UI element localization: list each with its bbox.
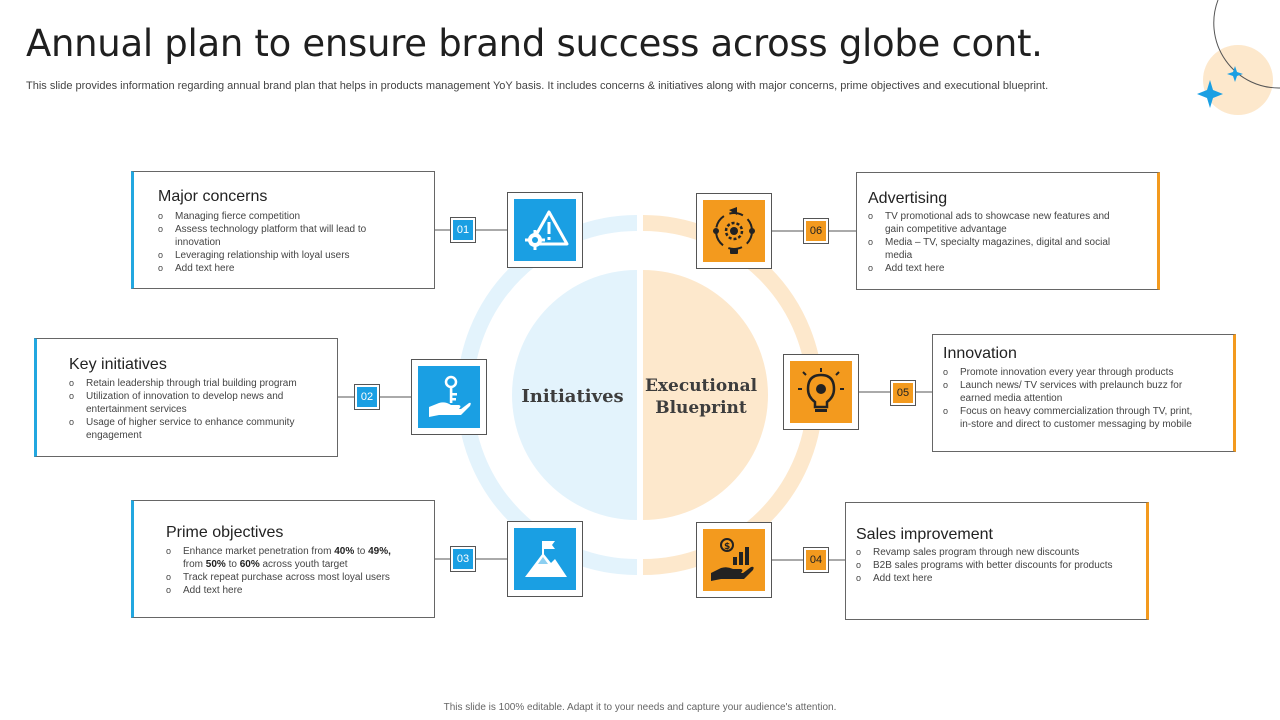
advertising-icon-box xyxy=(696,193,772,269)
hand-key-icon xyxy=(429,375,471,417)
page-title: Annual plan to ensure brand success acro… xyxy=(26,22,1043,65)
list-item: Assess technology platform that will lea… xyxy=(158,223,388,249)
list-item: Usage of higher service to enhance commu… xyxy=(69,416,319,442)
page-subtitle: This slide provides information regardin… xyxy=(26,80,1049,92)
key-initiatives-card: Key initiatives Retain leadership throug… xyxy=(34,338,338,457)
list-item: Enhance market penetration from 40% to 4… xyxy=(166,545,406,571)
key-initiatives-icon-box xyxy=(411,359,487,435)
card-list: TV promotional ads to showcase new featu… xyxy=(868,210,1128,275)
card-title: Advertising xyxy=(868,190,948,207)
megaphone-cycle-icon xyxy=(713,207,755,254)
sales-improvement-card: Sales improvement Revamp sales program t… xyxy=(845,502,1149,620)
footer-note: This slide is 100% editable. Adapt it to… xyxy=(443,702,837,713)
card-list: Retain leadership through trial building… xyxy=(69,377,319,442)
step-number-05: 05 xyxy=(890,380,916,406)
prime-objectives-card: Prime objectives Enhance market penetrat… xyxy=(131,500,435,618)
prime-objectives-icon-box xyxy=(507,521,583,597)
hand-chart-icon: $ xyxy=(711,538,754,581)
list-item: Utilization of innovation to develop new… xyxy=(69,390,319,416)
card-list: Managing fierce competition Assess techn… xyxy=(158,210,388,275)
step-number-02: 02 xyxy=(354,384,380,410)
step-number-04: 04 xyxy=(803,547,829,573)
list-item: Add text here xyxy=(158,262,388,275)
card-title: Innovation xyxy=(943,345,1017,362)
step-number-03: 03 xyxy=(450,546,476,572)
corner-decoration xyxy=(1197,0,1280,115)
list-item: B2B sales programs with better discounts… xyxy=(856,559,1116,572)
card-list: Enhance market penetration from 40% to 4… xyxy=(166,545,406,597)
list-item: Track repeat purchase across most loyal … xyxy=(166,571,406,584)
innovation-card: Innovation Promote innovation every year… xyxy=(932,334,1236,452)
list-item: Add text here xyxy=(166,584,406,597)
list-item: TV promotional ads to showcase new featu… xyxy=(868,210,1128,236)
initiatives-half xyxy=(512,270,637,520)
sparkle-icon-large xyxy=(1197,80,1223,108)
list-item: Add text here xyxy=(868,262,1128,275)
list-item: Launch news/ TV services with prelaunch … xyxy=(943,379,1203,405)
card-title: Prime objectives xyxy=(166,524,284,541)
list-item: Promote innovation every year through pr… xyxy=(943,366,1203,379)
blueprint-half xyxy=(643,270,768,520)
card-title: Major concerns xyxy=(158,188,268,205)
step-number-01: 01 xyxy=(450,217,476,243)
step-number-06: 06 xyxy=(803,218,829,244)
list-item: Revamp sales program through new discoun… xyxy=(856,546,1116,559)
advertising-card: Advertising TV promotional ads to showca… xyxy=(856,172,1160,290)
initiatives-label: Initiatives xyxy=(521,386,624,407)
card-list: Promote innovation every year through pr… xyxy=(943,366,1203,431)
mountain-flag-icon xyxy=(525,541,567,577)
card-title: Key initiatives xyxy=(69,356,167,373)
list-item: Media – TV, specialty magazines, digital… xyxy=(868,236,1128,262)
card-title: Sales improvement xyxy=(856,526,993,543)
card-list: Revamp sales program through new discoun… xyxy=(856,546,1116,585)
list-item: Add text here xyxy=(856,572,1116,585)
list-item: Retain leadership through trial building… xyxy=(69,377,319,390)
major-concerns-icon-box xyxy=(507,192,583,268)
sparkle-icon-small xyxy=(1227,66,1243,82)
lightbulb-gear-icon xyxy=(798,368,844,412)
list-item: Focus on heavy commercialization through… xyxy=(943,405,1203,431)
list-item: Leveraging relationship with loyal users xyxy=(158,249,388,262)
svg-text:$: $ xyxy=(724,542,730,552)
warning-gear-icon xyxy=(525,210,569,250)
sales-improvement-icon-box: $ xyxy=(696,522,772,598)
innovation-icon-box xyxy=(783,354,859,430)
list-item: Managing fierce competition xyxy=(158,210,388,223)
major-concerns-card: Major concerns Managing fierce competiti… xyxy=(131,171,435,289)
